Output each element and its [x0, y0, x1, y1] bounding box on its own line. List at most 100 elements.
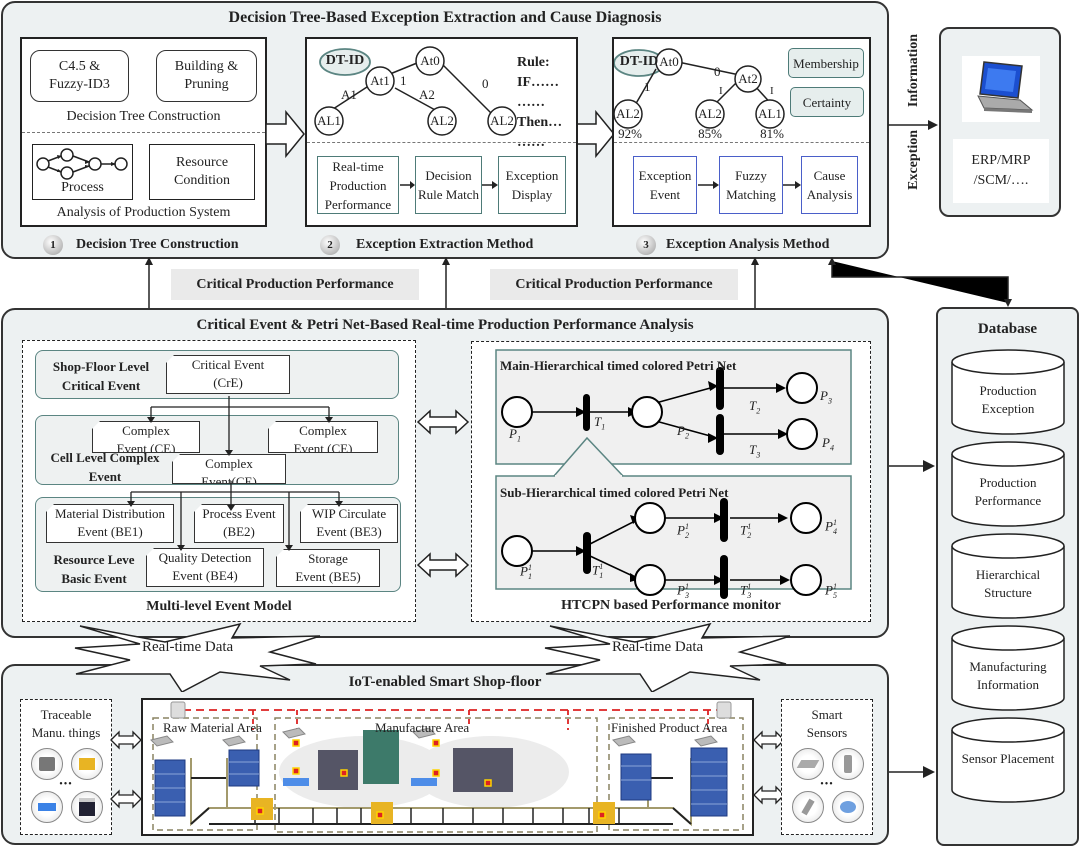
step-3-badge: 3	[636, 235, 656, 255]
label-sup: 1	[684, 582, 689, 591]
cylinder-icon	[951, 625, 1065, 711]
label-sub-p2: P21	[677, 522, 689, 540]
top-panel-title: Decision Tree-Based Exception Extraction…	[228, 9, 662, 26]
shop-floor-layout: Raw Material Area Manufacture Area Finis…	[141, 698, 754, 836]
edge-label-a2: A2	[419, 87, 435, 102]
rule-line: ……	[517, 135, 545, 150]
dt-id-label: DT-ID	[619, 54, 659, 69]
label-sup: 1	[832, 518, 837, 527]
pallet-icon	[31, 791, 63, 823]
realtime-data-burst-2	[544, 622, 791, 692]
complex-event-box-3: Complex Event(CE)	[172, 454, 286, 484]
node-al2: AL2	[430, 113, 454, 128]
rfid-reader-icon	[792, 748, 824, 780]
label-text: T	[594, 414, 602, 429]
label-sub-p5: P51	[825, 582, 837, 600]
label-p4: P4	[822, 435, 834, 453]
node-al2-b: AL2	[490, 113, 514, 128]
cell-level: Complex Event (CE) Complex Event (CE) Ce…	[35, 415, 399, 485]
database-item-label: Hierarchical Structure	[975, 567, 1041, 600]
exception-label: Exception	[906, 130, 921, 190]
flow-arrows-2	[400, 181, 498, 189]
finished-product-area-label: Finished Product Area	[611, 720, 728, 735]
smart-sensors-box: Smart Sensors •••	[781, 699, 873, 835]
database-cylinder[interactable]: Production Performance	[950, 440, 1066, 530]
fuzzy-matching-box: Fuzzy Matching	[719, 156, 783, 214]
label-sub: 1	[601, 422, 606, 432]
basic-event-be2: Process Event (BE2)	[194, 504, 284, 543]
database-item-label: Manufacturing Information	[969, 659, 1047, 692]
cnc-machine-icon	[71, 791, 103, 823]
process-box: Process	[32, 144, 133, 200]
hollow-arrow-2-to-3	[576, 110, 615, 158]
bidirectional-arrow-traceable-2	[110, 789, 142, 809]
shop-floor-level: Shop-Floor Level Critical Event Critical…	[35, 350, 399, 399]
erp-system-box: ERP/MRP /SCM/….	[939, 27, 1061, 217]
database-item-label: Production Performance	[974, 475, 1042, 508]
node-at2: At2	[738, 71, 758, 86]
decision-tree-3	[614, 48, 785, 129]
realtime-data-burst-1	[74, 622, 321, 692]
flow-arrows-3	[698, 181, 801, 189]
edge-label-1: 1	[644, 79, 651, 94]
database-cylinder[interactable]: Production Exception	[950, 348, 1066, 438]
node-at0: At0	[420, 53, 440, 68]
production-system-caption: Analysis of Production System	[56, 205, 231, 220]
label-sup: 1	[527, 563, 532, 572]
event-model-caption: Multi-level Event Model	[146, 599, 292, 614]
machine-part-icon	[31, 748, 63, 780]
certainty-box: Certainty	[790, 87, 864, 117]
label-sub: 2	[756, 406, 761, 416]
step-1-label: Decision Tree Construction	[76, 237, 239, 252]
label-sub: 2	[747, 530, 752, 540]
label-sub: 1	[599, 570, 604, 580]
cylinder-icon	[951, 717, 1065, 803]
ellipsis: •••	[820, 779, 834, 790]
critical-perf-label-2: Critical Production Performance	[490, 269, 738, 300]
resource-level-label: Resource Leve Basic Event	[53, 552, 135, 586]
sub-petri-title: Sub-Hierarchical timed colored Petri Net	[500, 485, 729, 500]
bidirectional-arrow-upper	[416, 409, 470, 435]
membership-box: Membership	[788, 48, 864, 78]
node-al1: AL1	[317, 113, 341, 128]
label-sub: 1	[527, 571, 532, 581]
basic-event-be1: Material Distribution Event (BE1)	[46, 504, 174, 543]
database-cylinder[interactable]: Manufacturing Information	[950, 624, 1066, 714]
divider	[614, 142, 869, 143]
node-at1: At1	[370, 73, 390, 88]
label-text: P	[677, 423, 685, 438]
cylinder-icon	[951, 441, 1065, 527]
label-sub-t3: T31	[740, 582, 752, 600]
c45-fuzzy-id3-box: C4.5 & Fuzzy-ID3	[30, 50, 129, 102]
label-sub-t1: T11	[592, 562, 604, 580]
traceable-things-box: Traceable Manu. things •••	[20, 699, 112, 835]
rule-line: ……	[517, 95, 545, 110]
exception-display-box: Exception Display	[498, 156, 566, 214]
cause-analysis-box: Cause Analysis	[801, 156, 858, 214]
hollow-arrow-1-to-2	[266, 110, 305, 158]
bottom-panel-title: IoT-enabled Smart Shop-floor	[348, 674, 542, 690]
main-petri-title: Main-Hierarchical timed colored Petri Ne…	[500, 358, 737, 373]
database-cylinder[interactable]: Hierarchical Structure	[950, 532, 1066, 622]
edge-label-0: 0	[714, 64, 721, 79]
cylinder-icon	[951, 533, 1065, 619]
label-text: T	[749, 442, 757, 457]
resource-condition-box: Resource Condition	[149, 144, 255, 200]
label-t1: T1	[594, 414, 605, 432]
shop-floor-diagram	[150, 701, 744, 833]
label-sub: 5	[832, 590, 837, 600]
step-1-badge: 1	[43, 235, 63, 255]
decision-tree-2	[314, 46, 517, 136]
basic-event-be4: Quality Detection Event (BE4)	[146, 548, 264, 587]
module-exception-extraction: DT-ID At0 At1 AL1 AL2 AL2 1 0 A1 A2 Rule…	[305, 37, 578, 227]
basic-event-be3: WIP Circulate Event (BE3)	[300, 504, 398, 543]
petri-caption: HTCPN based Performance monitor	[561, 598, 781, 613]
building-pruning-box: Building & Pruning	[156, 50, 257, 102]
label-text: P	[822, 435, 830, 450]
node-al2: AL2	[616, 106, 640, 121]
database-cylinder[interactable]: Sensor Placement	[950, 716, 1066, 806]
ellipsis: •••	[59, 779, 73, 790]
arrow-to-database-1	[889, 460, 935, 472]
label-text: P	[820, 388, 828, 403]
label-sub: 3	[684, 590, 689, 600]
